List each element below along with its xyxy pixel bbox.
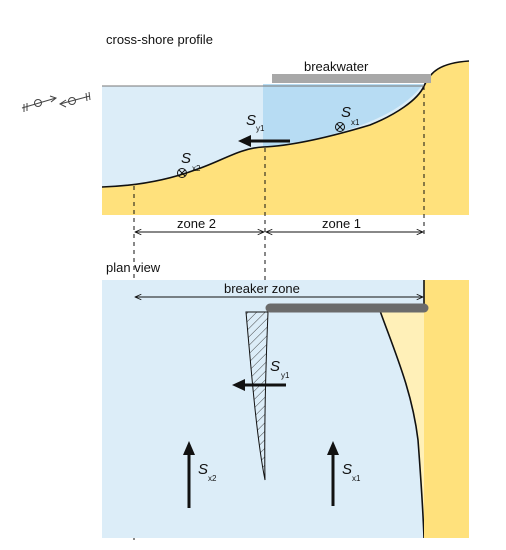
plan-salient [379, 308, 424, 538]
plan-sy1-sub: y1 [281, 371, 290, 380]
into-page-icon [177, 168, 187, 178]
plan-shoreline [378, 307, 425, 539]
zone2-label: zone 2 [177, 216, 216, 231]
profile-sy1-sub: y1 [256, 124, 265, 133]
plan-sx2-arrow [183, 441, 195, 508]
plan-sx1-symbol: S [342, 461, 352, 478]
zone1-label: zone 1 [322, 216, 361, 231]
profile-sx1-sub: x1 [351, 118, 360, 127]
plan-sy1-arrow [232, 379, 286, 391]
profile-sx1-symbol: S [341, 104, 351, 121]
plan-sx1-sub: x1 [352, 474, 361, 483]
profile-sx2-sub: x2 [192, 164, 201, 173]
breaker-zone-label: breaker zone [224, 281, 300, 296]
plan-sx1-arrow [327, 441, 339, 506]
profile-sx2-symbol: S [181, 150, 191, 167]
breakwater-label: breakwater [304, 59, 369, 74]
plan-sy1-symbol: S [270, 358, 280, 375]
profile-title: cross-shore profile [106, 32, 213, 47]
profile-sand [102, 61, 469, 215]
profile-sy1-symbol: S [246, 112, 256, 129]
profile-shallow-water [263, 84, 424, 149]
plan-land [424, 280, 469, 538]
plan-sx2-sub: x2 [208, 474, 217, 483]
plan-title: plan view [106, 260, 161, 275]
plan-sx2-symbol: S [198, 461, 208, 478]
profile-sy1-arrow [238, 135, 290, 147]
profile-breakwater [272, 74, 431, 83]
into-page-icon [335, 122, 345, 132]
profile-bed-line [101, 60, 470, 188]
plan-hatched-region [245, 311, 269, 481]
wind-arrows-icon [21, 91, 91, 112]
